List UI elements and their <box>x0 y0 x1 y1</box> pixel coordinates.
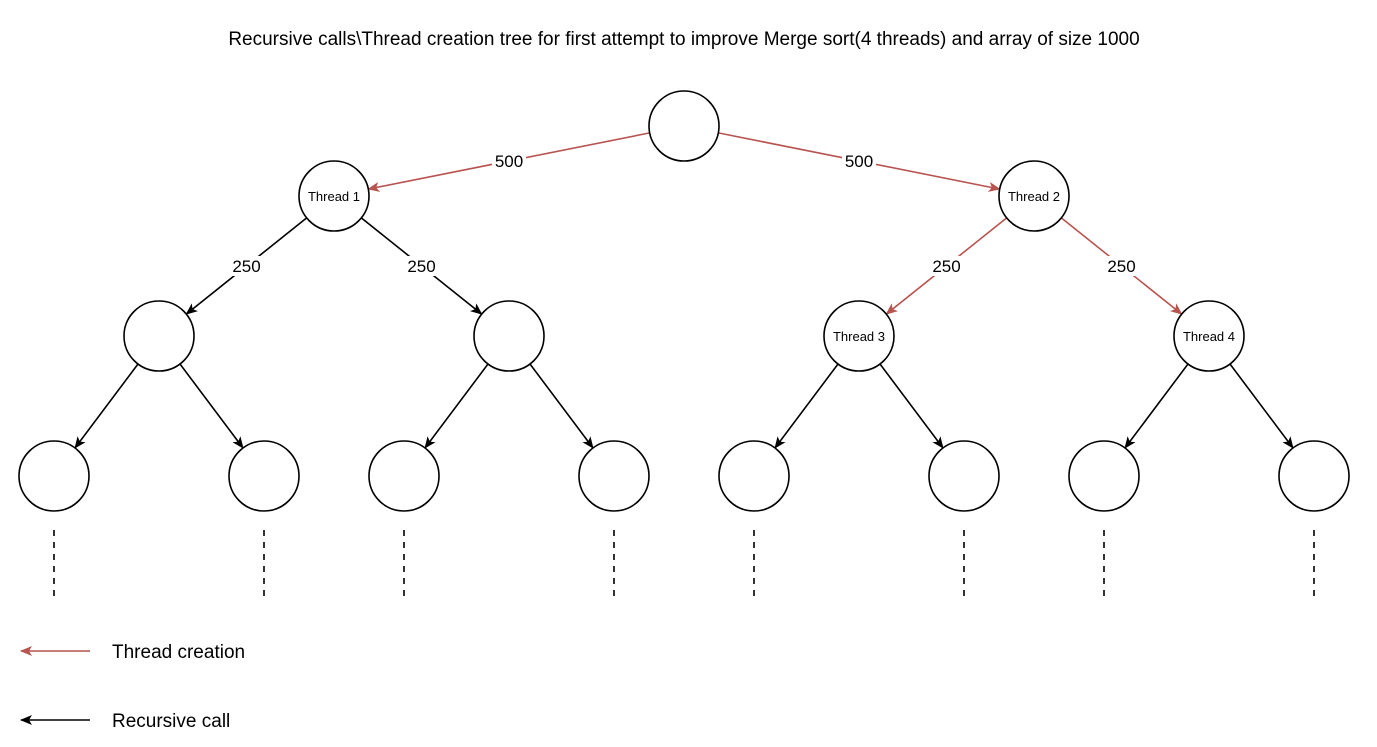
edge-l2b-to-l3d <box>529 363 594 449</box>
node-circle-t1 <box>298 160 370 232</box>
edge-label-t2-to-t4: 250 <box>1107 257 1135 276</box>
node-label-t1: Thread 1 <box>308 189 360 204</box>
node-circle-l3h <box>1278 440 1350 512</box>
tree-node-l3g <box>1068 440 1140 512</box>
edge-t4-to-l3h <box>1229 363 1294 449</box>
tree-node-t3: Thread 3 <box>823 300 895 372</box>
edge-label-background <box>229 256 264 276</box>
edge-l2a-to-l3a <box>74 363 139 449</box>
node-label-t3: Thread 3 <box>833 329 885 344</box>
node-circle-l3c <box>368 440 440 512</box>
diagram-title: Recursive calls\Thread creation tree for… <box>228 29 1139 50</box>
edge-label-root-to-t2: 500 <box>845 152 873 171</box>
tree-node-root <box>648 90 720 162</box>
node-circle-l2b <box>473 300 545 372</box>
node-circle-t2 <box>998 160 1070 232</box>
edge-label-background <box>492 151 526 171</box>
edge-l2a-to-l3b <box>179 363 244 449</box>
node-circle-l3b <box>228 440 300 512</box>
node-circle-l3a <box>18 440 90 512</box>
node-circle-l2a <box>123 300 195 372</box>
tree-node-l3a <box>18 440 90 512</box>
tree-node-l3e <box>718 440 790 512</box>
continuation-markers <box>53 530 1315 600</box>
tree-node-l2b <box>473 300 545 372</box>
node-label-t2: Thread 2 <box>1008 189 1060 204</box>
edge-label-background <box>929 256 964 276</box>
edge-label-background <box>1104 256 1139 276</box>
nodes-layer: Thread 1 Thread 2 Thread 3 Thread 4 <box>18 90 1350 512</box>
tree-node-t2: Thread 2 <box>998 160 1070 232</box>
tree-node-l3f <box>928 440 1000 512</box>
node-label-t4: Thread 4 <box>1183 329 1235 344</box>
tree-node-l2a <box>123 300 195 372</box>
edge-label-t2-to-t3: 250 <box>932 257 960 276</box>
node-circle-l3g <box>1068 440 1140 512</box>
tree-node-t4: Thread 4 <box>1173 300 1245 372</box>
edge-label-background <box>404 256 439 276</box>
tree-node-l3h <box>1278 440 1350 512</box>
node-circle-l3e <box>718 440 790 512</box>
edge-l2b-to-l3c <box>424 363 489 449</box>
node-circle-t4 <box>1173 300 1245 372</box>
legend-thread-creation-label: Thread creation <box>112 642 245 663</box>
node-circle-t3 <box>823 300 895 372</box>
edge-label-t1-to-l2b: 250 <box>407 257 435 276</box>
edge-t3-to-l3e <box>774 363 839 449</box>
tree-node-l3d <box>578 440 650 512</box>
node-circle-root <box>648 90 720 162</box>
node-circle-l3f <box>928 440 1000 512</box>
tree-node-l3c <box>368 440 440 512</box>
edge-label-root-to-t1: 500 <box>495 152 523 171</box>
tree-node-t1: Thread 1 <box>298 160 370 232</box>
legend-recursive-call-label: Recursive call <box>112 711 230 732</box>
edge-label-t1-to-l2a: 250 <box>232 257 260 276</box>
edges-layer: 500 500 250 250 250 250 <box>74 132 1294 449</box>
legend: Thread creation Recursive call <box>20 642 245 732</box>
tree-node-l3b <box>228 440 300 512</box>
edge-t4-to-l3g <box>1124 363 1189 449</box>
node-circle-l3d <box>578 440 650 512</box>
edge-t3-to-l3f <box>879 363 944 449</box>
edge-label-background <box>842 151 876 171</box>
